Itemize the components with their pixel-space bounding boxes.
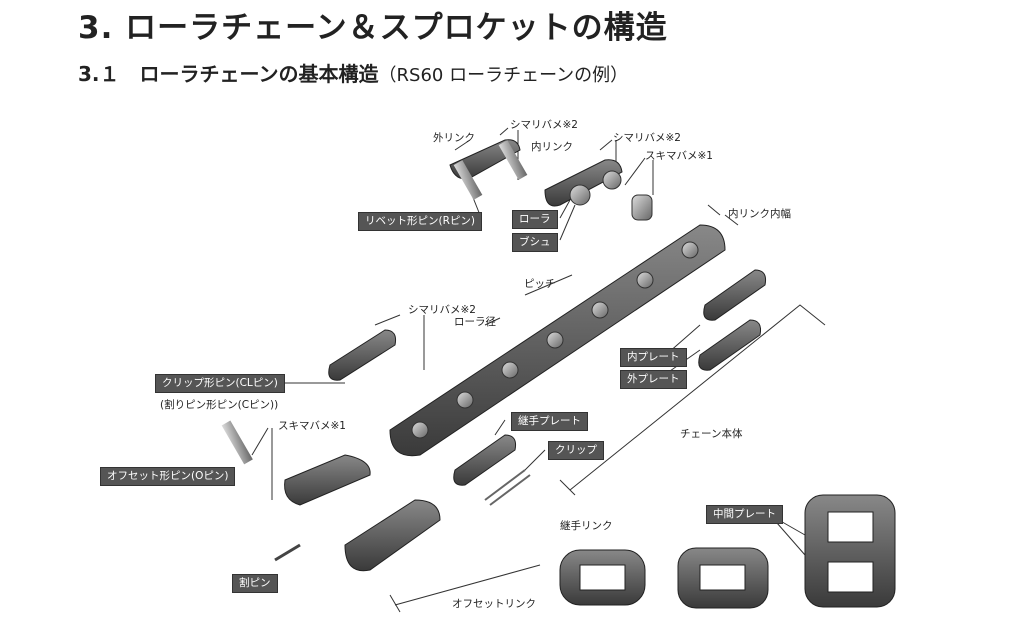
label-roller-diameter: ローラ径 [454,316,496,328]
label-press-fit: シマリバメ※2 [408,304,476,316]
label-bush: ブシュ [512,233,558,252]
label-press-fit: シマリバメ※2 [510,119,578,131]
label-chain-body: チェーン本体 [680,428,743,440]
page-title: 3. ローラチェーン＆スプロケットの構造 [78,10,668,46]
label-inner-link: 内リンク [531,141,573,153]
label-clearance-fit: スキマバメ※1 [645,150,713,162]
label-roller: ローラ [512,210,558,229]
label-press-fit: シマリバメ※2 [613,132,681,144]
label-joint-plate: 継手プレート [511,412,588,431]
label-offset-pin: オフセット形ピン(Oピン) [100,467,236,486]
label-clearance-fit: スキマバメ※1 [278,420,346,432]
label-rivet-pin: リベット形ピン(Rピン) [358,212,482,231]
label-inner-plate: 内プレート [620,348,687,367]
label-clip: クリップ [548,441,604,460]
section-title: 3.１ ローラチェーンの基本構造 [78,62,379,86]
label-clip-pin: クリップ形ピン(CLピン) [155,374,285,393]
chain-body [389,224,726,457]
link-samples [559,494,896,609]
label-outer-link: 外リンク [433,132,475,144]
label-pitch: ピッチ [524,278,556,290]
label-middle-plate: 中間プレート [706,505,783,524]
offset-pin-part [221,420,253,465]
cotter-pin-part [274,543,301,562]
label-cotter-pin-type: (割りピン形ピン(Cピン)) [160,399,279,411]
label-joint-link: 継手リンク [560,520,613,532]
section-note: （RS60 ローラチェーンの例） [378,65,629,86]
label-offset-link: オフセットリンク [452,598,536,610]
label-outer-plate: 外プレート [620,370,687,389]
label-cotter-pin: 割ピン [232,574,278,593]
loose-plates [284,269,766,572]
clip-part [484,469,531,506]
label-inner-width: 内リンク内幅 [728,208,791,220]
outer-link-part [449,139,528,200]
section-heading: 3.１ ローラチェーンの基本構造（RS60 ローラチェーンの例） [78,58,628,87]
inner-link-part [544,159,653,221]
